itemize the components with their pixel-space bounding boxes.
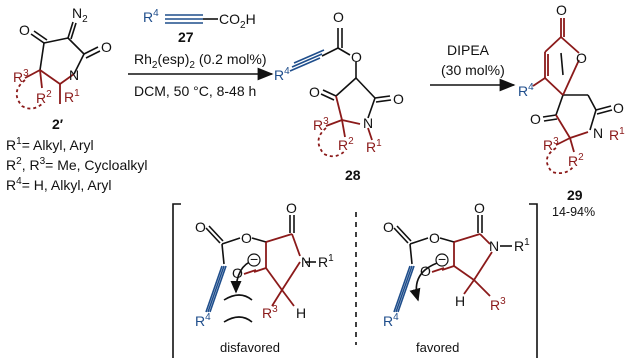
sm-number: 2′ — [52, 116, 64, 132]
int-r4: R4 — [274, 66, 290, 83]
ts1-r4: R4 — [195, 312, 211, 329]
sm-n: N — [69, 67, 79, 83]
prod-o-ring: O — [576, 50, 587, 66]
sm-r3: R3 — [13, 68, 29, 85]
reagent-number: 27 — [178, 29, 194, 45]
intermediate-28: O O O O N R4 R3 R2 R1 28 — [274, 9, 404, 183]
int-o-left: O — [309, 84, 320, 100]
sm-o-left: O — [19, 22, 30, 38]
ts2-charge: − — [438, 251, 446, 267]
substituent-r4: R4= H, Alkyl, Aryl — [6, 176, 112, 193]
ts1-o-left: O — [232, 265, 243, 281]
ts2-charge-circle — [435, 253, 449, 267]
int-o-link: O — [351, 49, 362, 65]
reaction-arrow-2: DIPEA (30 mol%) — [430, 42, 516, 92]
ts1-r1: R1 — [318, 253, 334, 270]
reaction-arrow-1: R4 CO2H 27 Rh2(esp)2 (0.2 mol%) DCM, 50 … — [128, 8, 274, 99]
ts2-o-ring: O — [474, 200, 485, 216]
ts2-n: N — [489, 238, 499, 254]
ts1-charge-circle — [247, 253, 261, 267]
prod-o-right: O — [613, 100, 624, 116]
prod-n: N — [593, 125, 603, 141]
prod-r4: R4 — [518, 82, 534, 99]
prod-o-left: O — [530, 111, 541, 127]
base-loading: (30 mol%) — [441, 62, 505, 78]
int-r2: R2 — [338, 136, 354, 153]
int-r3: R3 — [313, 116, 329, 133]
sm-r1: R1 — [64, 88, 80, 105]
substituent-r1: R1= Alkyl, Aryl — [6, 136, 94, 153]
ts1-o-link: O — [241, 230, 252, 246]
ts2-h: H — [455, 293, 465, 309]
base-label: DIPEA — [447, 42, 490, 58]
prod-number: 29 — [567, 187, 583, 203]
ts2-r3: R3 — [490, 296, 506, 313]
sm-n2: N2 — [72, 5, 88, 25]
prod-r2: R2 — [568, 152, 584, 169]
ts1-o-ring: O — [286, 200, 297, 216]
int-n: N — [363, 115, 373, 131]
reagent-r4: R4 — [143, 8, 159, 25]
ts1-r3: R3 — [262, 304, 278, 321]
ts1-charge: − — [250, 251, 258, 267]
int-r1: R1 — [366, 138, 382, 155]
ts1-h: H — [296, 305, 306, 321]
product-29: O O O O N R4 R3 R2 R1 29 14-94% — [518, 2, 625, 219]
ts2-o-left: O — [420, 263, 431, 279]
int-o-ester: O — [333, 9, 344, 25]
ts2-r1: R1 — [514, 237, 530, 254]
int-o-right: O — [393, 91, 404, 107]
sm-o-right: O — [101, 39, 112, 55]
ts2-o-link: O — [429, 230, 440, 246]
ts1-n: N — [301, 254, 311, 270]
ts-disfavored: O O O O N R1 − H R3 R4 disfavored — [195, 200, 334, 355]
start-material-2prime: O O N2 N R3 R2 R1 2′ R1= Alkyl, Aryl R2,… — [6, 5, 147, 193]
prod-o-lactone: O — [556, 2, 567, 18]
reagent-acid: CO2H — [219, 11, 256, 31]
ts1-o-carbonyl: O — [195, 219, 206, 235]
conditions: DCM, 50 °C, 8-48 h — [134, 83, 256, 99]
ts2-r4: R4 — [383, 312, 399, 329]
prod-r3: R3 — [543, 136, 559, 153]
catalyst: Rh2(esp)2 (0.2 mol%) — [134, 51, 267, 71]
sm-r2: R2 — [36, 89, 52, 106]
ts-bracket — [172, 203, 538, 358]
prod-r1: R1 — [609, 126, 625, 143]
ts-favored: O O O O N R1 − H R3 R4 favored — [383, 200, 530, 355]
substituent-r2-r3: R2, R3= Me, Cycloalkyl — [6, 156, 147, 173]
prod-yield: 14-94% — [552, 205, 595, 219]
ts-favored-label: favored — [416, 340, 459, 355]
ts2-o-carbonyl: O — [383, 219, 394, 235]
int-number: 28 — [345, 167, 361, 183]
ts-disfavored-label: disfavored — [220, 340, 280, 355]
